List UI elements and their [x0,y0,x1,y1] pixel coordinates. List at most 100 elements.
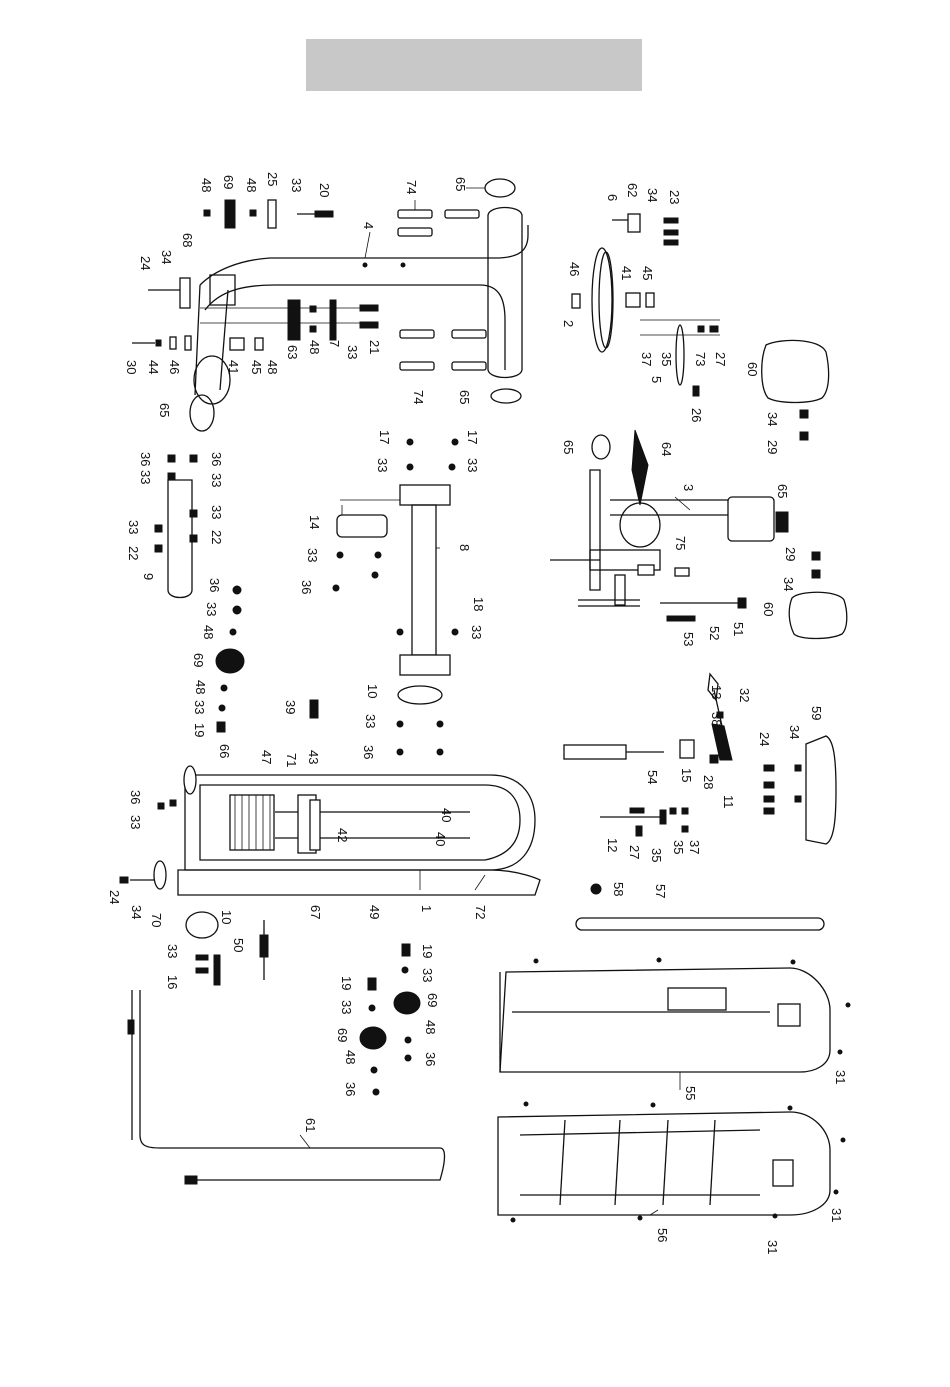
label-48d: 48 [307,340,322,354]
label-33j: 33 [465,458,480,472]
label-50: 50 [231,938,246,952]
label-56: 56 [655,1228,670,1242]
label-41b: 41 [619,266,634,280]
label-9: 9 [141,573,156,580]
label-33l: 33 [469,625,484,639]
label-19b: 19 [420,944,435,958]
label-23: 23 [667,190,682,204]
label-33a: 33 [289,178,304,192]
label-42: 42 [335,828,350,842]
label-65e: 65 [775,484,790,498]
column-part-8 [332,438,459,756]
label-33n: 33 [128,815,143,829]
label-13: 13 [709,685,724,699]
label-24a: 24 [138,256,153,270]
label-19a: 19 [192,723,207,737]
label-38: 38 [709,712,724,726]
label-11: 11 [721,795,736,809]
label-62: 62 [625,183,640,197]
label-64: 64 [659,442,674,456]
label-33i: 33 [375,458,390,472]
label-33m: 33 [363,714,378,728]
label-6: 6 [605,194,620,201]
arm-part-9 [154,454,198,599]
label-33k: 33 [305,548,320,562]
label-34e: 34 [781,577,796,591]
rail-part-57 [575,883,825,931]
cable-part-61 [127,990,446,1185]
label-52: 52 [707,626,722,640]
label-47: 47 [259,750,274,764]
label-63: 63 [285,345,300,359]
label-75: 75 [673,536,688,550]
label-72: 72 [473,905,488,919]
label-29a: 29 [765,440,780,454]
label-15: 15 [679,768,694,782]
label-1: 1 [419,905,434,912]
back-pad-part-59 [763,735,837,845]
label-58: 58 [611,882,626,896]
label-69c: 69 [425,993,440,1007]
label-33q: 33 [339,1000,354,1014]
label-43: 43 [306,750,321,764]
label-59: 59 [809,706,824,720]
label-53: 53 [681,632,696,646]
label-33p: 33 [420,968,435,982]
label-69d: 69 [335,1028,350,1042]
label-10a: 10 [365,684,380,698]
label-31c: 31 [765,1240,780,1254]
label-32: 32 [737,688,752,702]
label-16: 16 [165,975,180,989]
label-21: 21 [367,340,382,354]
label-54: 54 [645,770,660,784]
label-48b: 48 [244,178,259,192]
label-69b: 69 [191,653,206,667]
label-17b: 17 [465,430,480,444]
label-45b: 45 [640,266,655,280]
label-51: 51 [731,622,746,636]
pulley-part-2 [571,213,720,397]
label-69a: 69 [221,175,236,189]
label-48c: 48 [265,360,280,374]
label-49: 49 [367,905,382,919]
label-71: 71 [284,753,299,767]
label-35a: 35 [659,352,674,366]
label-44: 44 [146,360,161,374]
label-36c: 36 [207,578,222,592]
label-27b: 27 [627,845,642,859]
label-27a: 27 [713,352,728,366]
label-33g: 33 [204,602,219,616]
label-28: 28 [701,775,716,789]
label-40a: 40 [439,808,454,822]
label-31a: 31 [833,1070,848,1084]
label-46a: 46 [167,360,182,374]
label-22a: 22 [209,530,224,544]
label-34d: 34 [765,412,780,426]
label-65c: 65 [157,403,172,417]
label-2: 2 [561,320,576,327]
label-37b: 37 [687,840,702,854]
label-57: 57 [653,884,668,898]
label-41a: 41 [226,360,241,374]
seat-pad-60-top [761,339,830,441]
label-66: 66 [217,744,232,758]
label-20: 20 [317,183,332,197]
label-73: 73 [693,352,708,366]
leader-lines [299,187,691,1216]
label-45a: 45 [249,360,264,374]
label-48e: 48 [201,625,216,639]
label-17a: 17 [377,430,392,444]
label-22b: 22 [126,546,141,560]
label-4: 4 [361,222,376,229]
cover-part-55 [499,957,851,1073]
label-14: 14 [307,515,322,529]
label-36b: 36 [209,452,224,466]
part-labels: 48 69 48 25 33 20 74 65 4 68 34 24 30 44… [107,172,848,1254]
label-68: 68 [180,233,195,247]
label-65a: 65 [453,177,468,191]
label-24c: 24 [757,732,772,746]
label-48a: 48 [199,178,214,192]
label-36e: 36 [361,745,376,759]
label-34b: 34 [129,905,144,919]
